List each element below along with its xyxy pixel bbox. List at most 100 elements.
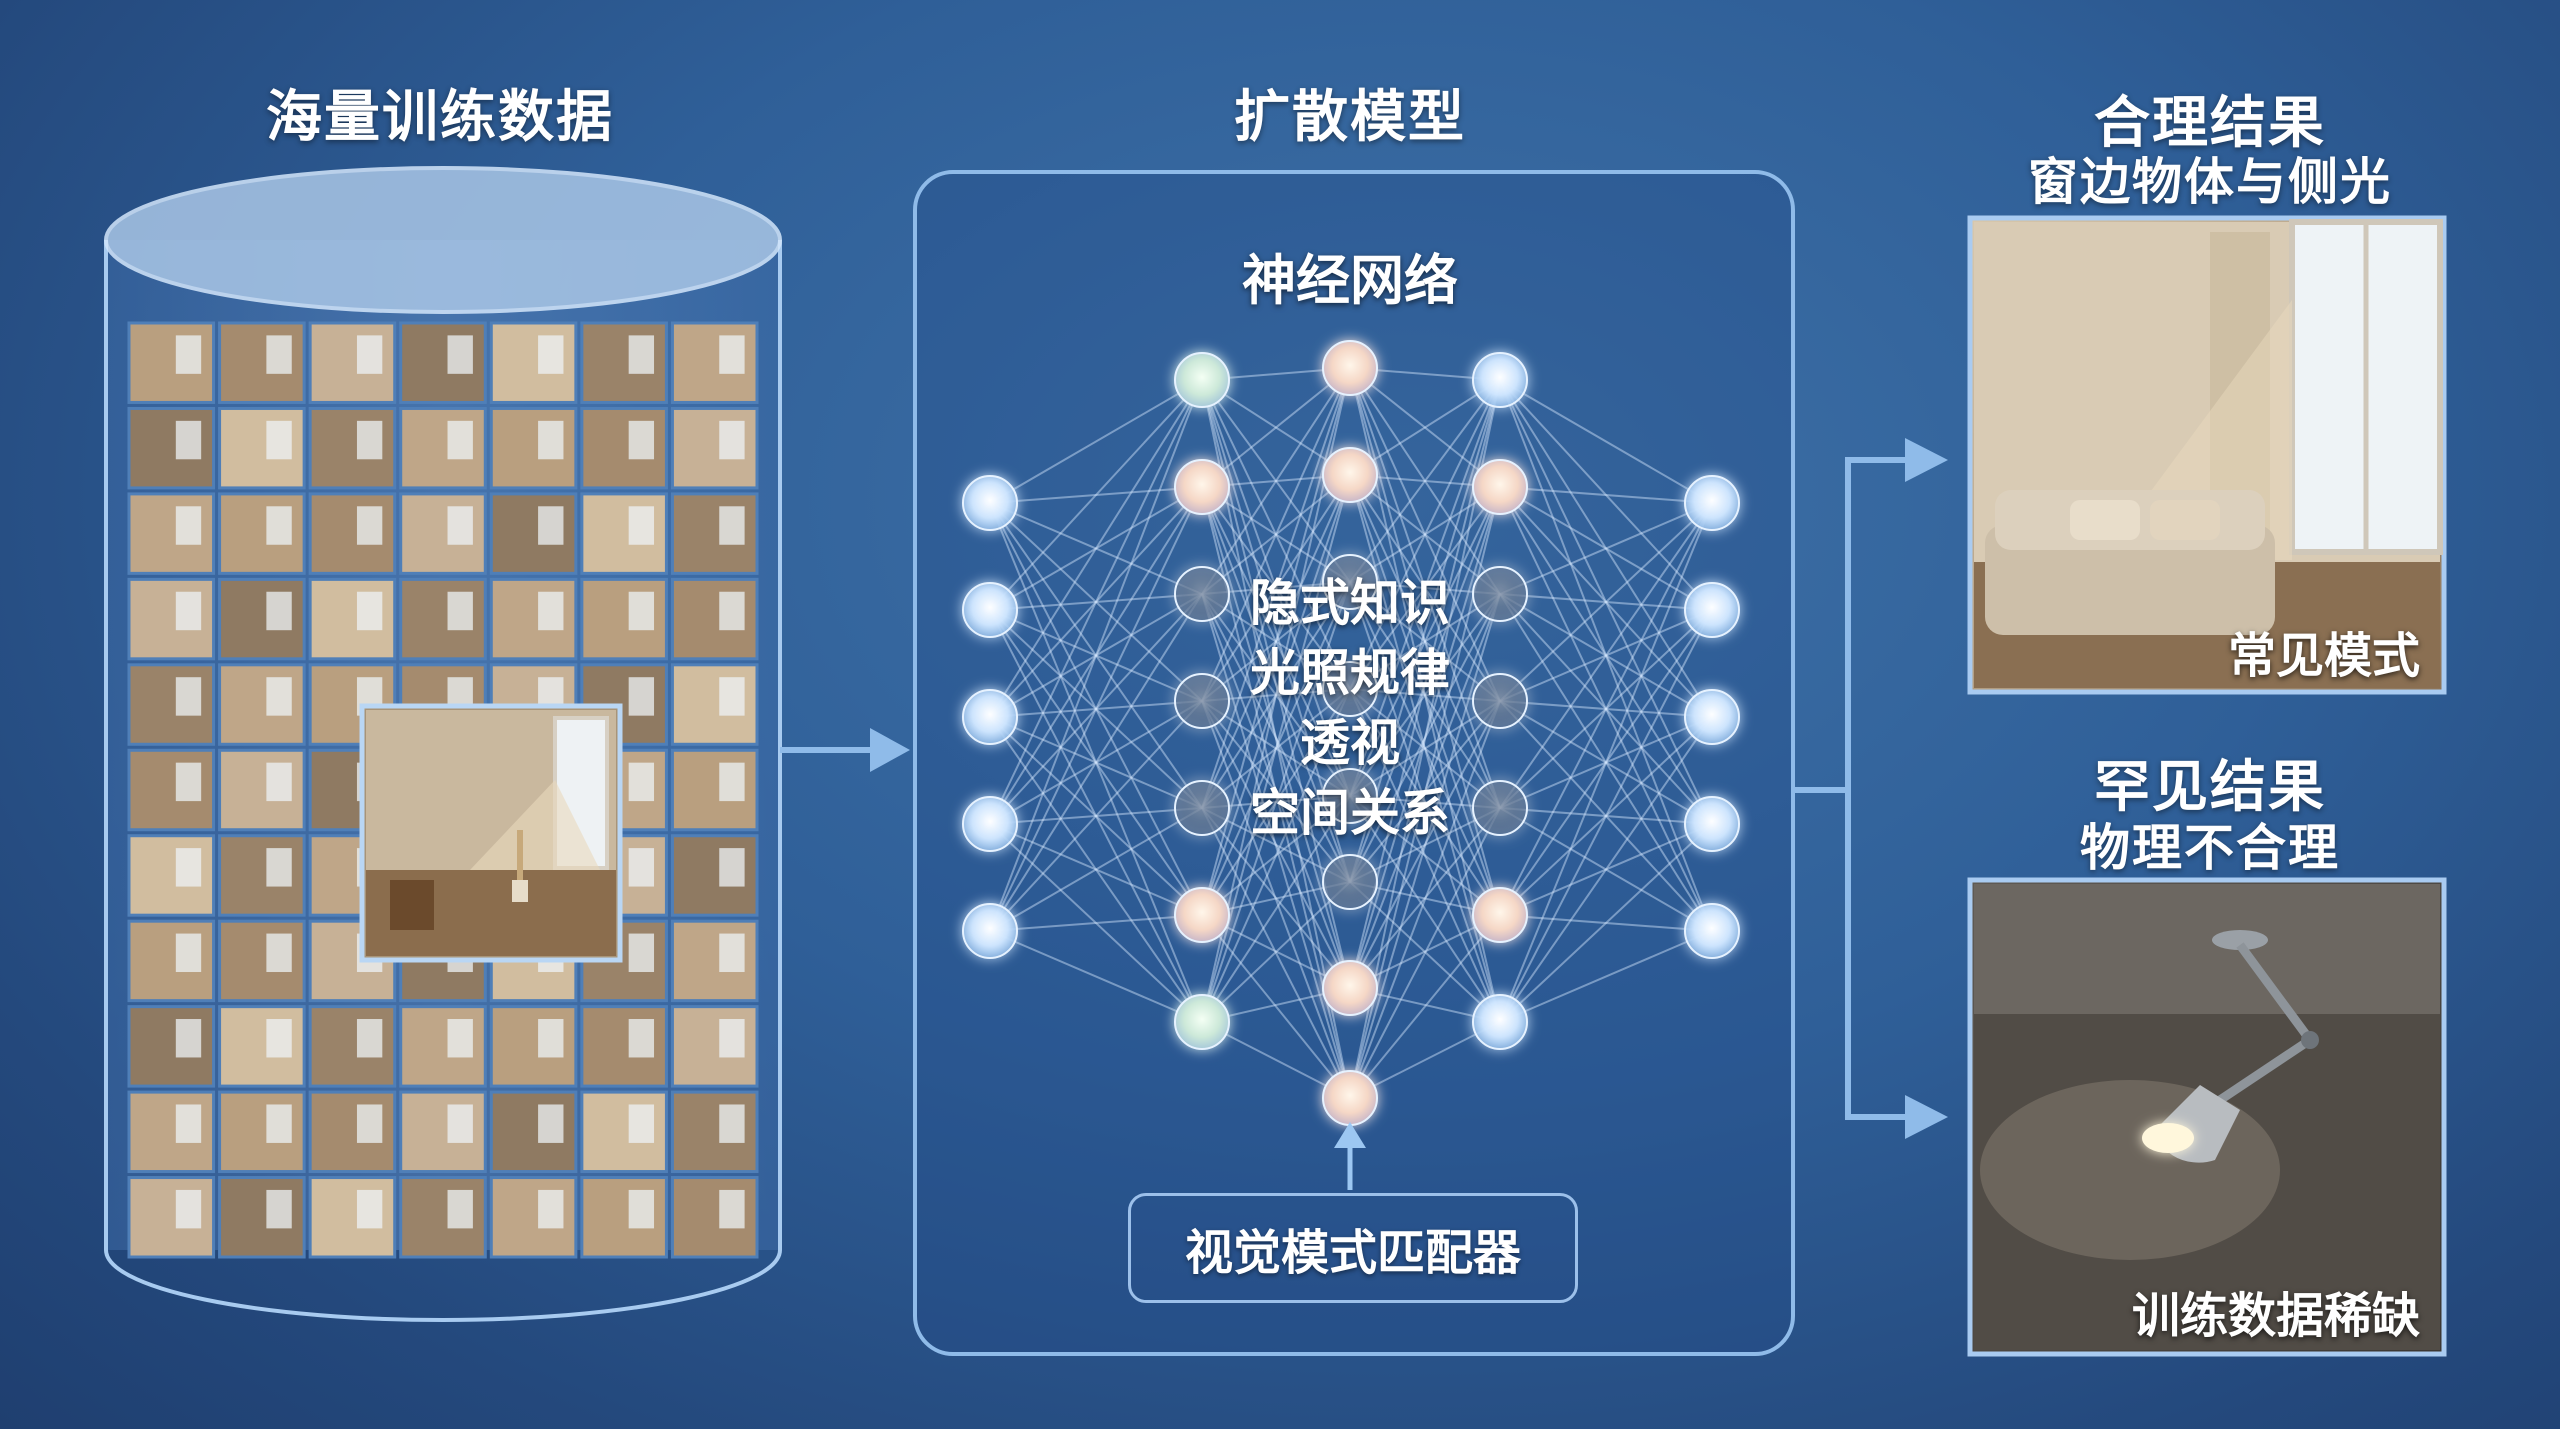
data-to-model-arrow xyxy=(780,728,910,772)
network-edge xyxy=(1201,795,1351,916)
network-edge xyxy=(1349,700,1501,883)
network-node xyxy=(1472,459,1528,515)
network-edge xyxy=(1201,367,1351,809)
thumbnail-window xyxy=(538,1189,564,1229)
network-edge xyxy=(1201,486,1351,583)
network-edge xyxy=(989,593,1203,825)
thumbnail-window xyxy=(538,1019,564,1058)
network-edge xyxy=(1349,379,1501,583)
arrow-head-rare xyxy=(1905,1095,1948,1139)
network-edge xyxy=(1201,379,1351,690)
network-edge xyxy=(989,502,1203,916)
network-edge xyxy=(1349,367,1501,702)
network-edge xyxy=(989,593,1203,718)
network-node xyxy=(1174,673,1230,729)
network-edge xyxy=(1349,474,1501,809)
network-edge xyxy=(1349,486,1501,690)
thumbnail-window xyxy=(175,677,202,716)
network-node xyxy=(962,582,1018,638)
network-edge xyxy=(1349,795,1501,916)
network-edge xyxy=(989,609,1203,916)
network-edge xyxy=(1349,593,1501,1099)
training-thumbnail xyxy=(127,1005,216,1088)
training-thumbnail xyxy=(127,577,216,661)
network-node xyxy=(1322,1070,1378,1126)
network-edge xyxy=(1499,502,1713,1023)
thumbnail-window xyxy=(628,933,655,973)
network-edge xyxy=(1499,930,1713,1023)
thumbnail-window xyxy=(719,506,745,545)
network-edge xyxy=(1349,486,1501,797)
rare-result-image xyxy=(1967,877,2447,1357)
network-node xyxy=(1472,566,1528,622)
network-edge xyxy=(989,609,1203,702)
rare-training-data-caption: 训练数据稀缺 xyxy=(2131,1288,2420,1344)
network-edge xyxy=(1349,688,1501,916)
common-pattern-caption: 常见模式 xyxy=(2227,628,2420,684)
network-node xyxy=(962,796,1018,852)
network-node xyxy=(1684,903,1740,959)
network-edge xyxy=(1201,367,1351,702)
network-edge xyxy=(989,379,1203,504)
thumbnail-window xyxy=(356,1019,383,1058)
network-edge xyxy=(1201,593,1351,797)
network-edge xyxy=(1499,502,1713,916)
network-node xyxy=(962,475,1018,531)
network-nodes xyxy=(962,340,1740,1126)
network-edge xyxy=(1499,609,1713,702)
network-edge xyxy=(1349,486,1501,583)
network-edge xyxy=(1499,486,1713,611)
data-cylinder xyxy=(104,166,782,1322)
network-edge xyxy=(1201,486,1351,797)
thumbnail-window xyxy=(538,420,564,460)
network-edge xyxy=(1349,914,1501,1099)
network-edge xyxy=(989,486,1203,611)
model-to-results-arrows xyxy=(1793,457,1912,1120)
thumbnail-window xyxy=(719,1104,745,1143)
thumbnail-window xyxy=(447,335,473,374)
network-edge xyxy=(1499,609,1713,1023)
thumbnail-window xyxy=(628,677,655,716)
thumbnail-window xyxy=(266,677,292,716)
network-edge xyxy=(1499,486,1713,932)
thumbnail-window xyxy=(538,1104,564,1143)
network-edge xyxy=(1349,581,1501,702)
thumbnail-window xyxy=(356,1104,383,1143)
thumbnail-window xyxy=(356,506,383,545)
thumbnail-window xyxy=(719,335,745,374)
network-edge xyxy=(1201,807,1351,989)
network-edge xyxy=(1201,486,1351,690)
network-edge xyxy=(1201,474,1351,916)
network-edge xyxy=(989,593,1203,611)
network-edge xyxy=(1499,502,1713,809)
network-edge xyxy=(1499,914,1713,932)
network-edge xyxy=(1349,700,1501,797)
network-node xyxy=(1174,459,1230,515)
network-edge xyxy=(1201,593,1351,883)
network-node xyxy=(1684,582,1740,638)
network-node xyxy=(1174,780,1230,836)
network-node xyxy=(1174,887,1230,943)
network-edge xyxy=(1349,593,1501,797)
thumbnail-window xyxy=(175,1104,202,1143)
network-edge xyxy=(1201,379,1351,583)
network-edge xyxy=(1499,379,1713,504)
network-edge xyxy=(989,486,1203,504)
network-node xyxy=(1322,661,1378,717)
network-edge xyxy=(1201,688,1351,1023)
network-node xyxy=(1322,340,1378,396)
network-edge xyxy=(1349,593,1501,989)
network-edge xyxy=(989,716,1203,809)
thumbnail-window xyxy=(175,933,202,973)
network-edge xyxy=(1499,700,1713,932)
network-node xyxy=(962,903,1018,959)
thumbnail-window xyxy=(447,1189,473,1229)
network-edge xyxy=(1201,795,1351,1023)
network-edge xyxy=(1201,474,1351,809)
network-edge xyxy=(1349,881,1501,1023)
network-edge xyxy=(1349,807,1501,989)
thumbnail-window xyxy=(719,1019,745,1058)
network-edge xyxy=(1499,593,1713,825)
visual-pattern-matcher-label: 视觉模式匹配器 xyxy=(1184,1225,1521,1281)
network-edge xyxy=(1349,807,1501,1099)
